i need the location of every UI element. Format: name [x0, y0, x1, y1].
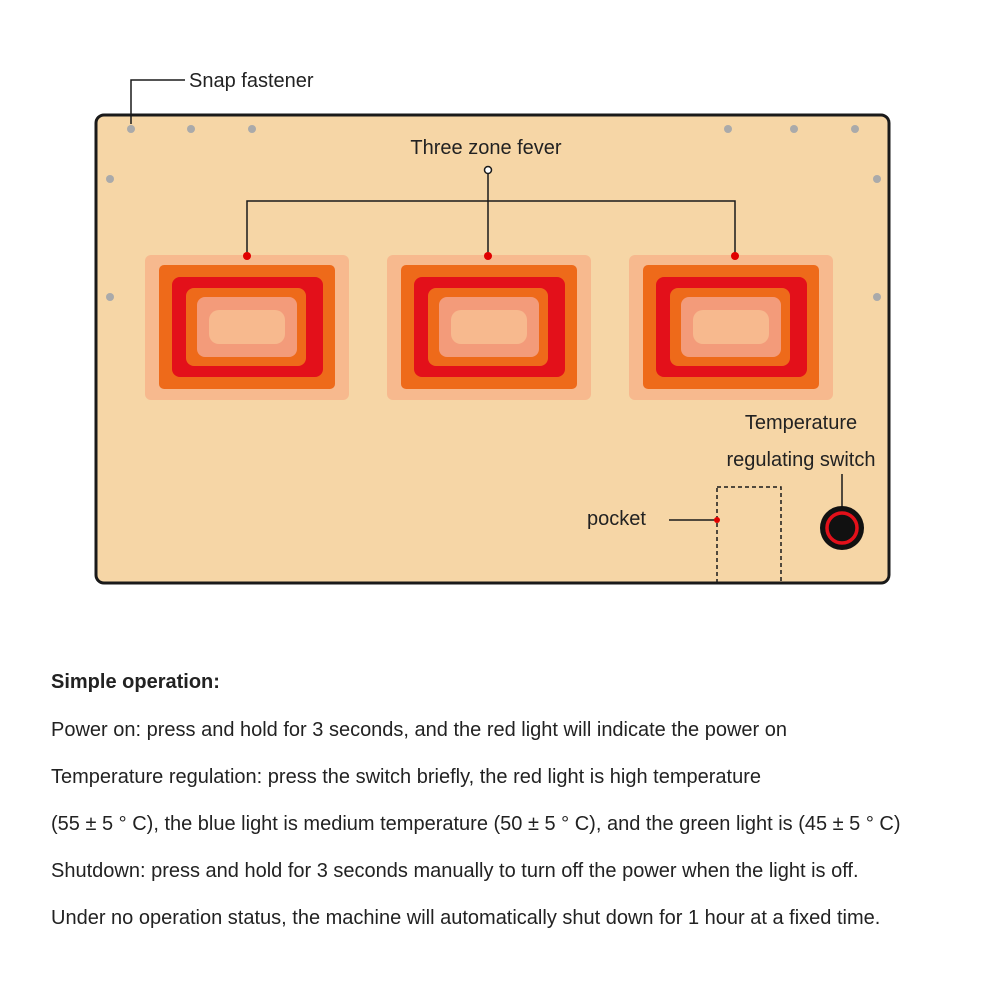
instruction-line-temperature: Temperature regulation: press the switch…	[51, 766, 761, 788]
instructions-heading: Simple operation:	[51, 671, 220, 693]
zone-marker-dot	[484, 252, 492, 260]
three-zone-label: Three zone fever	[410, 137, 562, 159]
heat-zone-3	[629, 255, 833, 400]
snap-fastener-leader	[130, 79, 185, 124]
temperature-switch[interactable]	[820, 506, 864, 550]
three-zone-leader	[246, 165, 736, 256]
heat-zone-1	[145, 255, 349, 400]
heat-zone-2	[387, 255, 591, 400]
snap-fastener-dot	[873, 293, 881, 301]
temperature-label-line1: Temperature	[745, 412, 857, 434]
pocket-label: pocket	[587, 508, 646, 530]
snap-fasteners	[106, 125, 881, 301]
instruction-line-power-on: Power on: press and hold for 3 seconds, …	[51, 719, 787, 741]
pocket-outline	[716, 486, 782, 584]
snap-fastener-dot	[127, 125, 135, 133]
zone-marker-dot	[243, 252, 251, 260]
snap-fastener-dot	[187, 125, 195, 133]
operation-instructions: Simple operation: Power on: press and ho…	[51, 668, 971, 951]
snap-fastener-dot	[106, 175, 114, 183]
instruction-line-shutdown: Shutdown: press and hold for 3 seconds m…	[51, 860, 859, 882]
pocket-marker-dot	[714, 517, 720, 523]
snap-fastener-label: Snap fastener	[189, 70, 314, 92]
snap-fastener-dot	[851, 125, 859, 133]
instruction-line-auto-shutdown: Under no operation status, the machine w…	[51, 907, 881, 929]
snap-fastener-dot	[724, 125, 732, 133]
instruction-line-temperature-values: (55 ± 5 ° C), the blue light is medium t…	[51, 813, 901, 835]
snap-fastener-dot	[873, 175, 881, 183]
snap-fastener-dot	[790, 125, 798, 133]
zone-marker-dot	[731, 252, 739, 260]
heating-pad-diagram: Snap fastener Three zone fever Tempera	[94, 70, 891, 585]
snap-fastener-dot	[248, 125, 256, 133]
snap-fastener-dot	[106, 293, 114, 301]
temperature-label-line2: regulating switch	[727, 449, 876, 471]
